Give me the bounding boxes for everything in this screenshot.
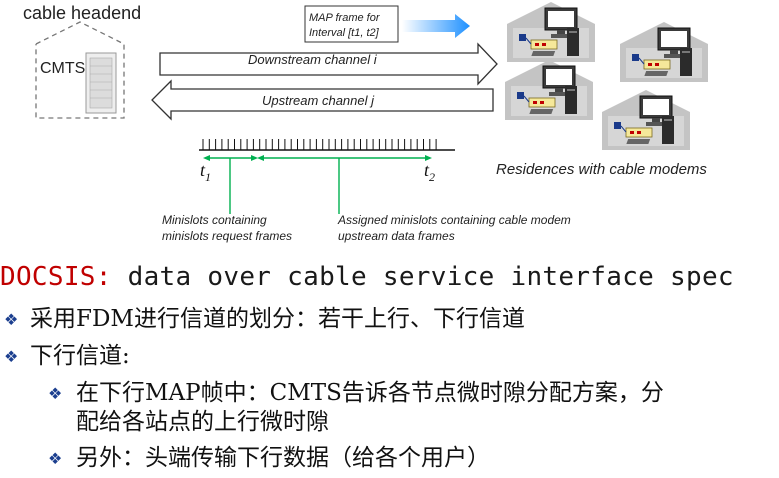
residences-label: Residences with cable modems [496,161,707,178]
headend-label: cable headend [23,3,141,23]
assigned-slots-bracket [257,155,432,214]
map-frame-label-line2: Interval [t1, t2] [309,27,380,39]
sub-bullet-map: ❖ 在下行MAP帧中：CMTS告诉各节点微时隙分配方案，分 [48,379,664,408]
headend-outline [35,21,125,119]
residence-house-2 [619,21,709,83]
sub-bullet-headend-text: 另外：头端传输下行数据（给各个用户） [76,445,490,471]
request-slots-label-line2: minislots request frames [162,229,292,243]
assigned-slots-label-line2: upstream data frames [338,229,455,243]
map-frame-label-line1: MAP frame for [309,12,381,24]
map-frame-arrow [402,14,470,38]
request-slots-bracket [203,155,258,214]
upstream-arrow [151,79,494,121]
sub-bullet-headend: ❖ 另外：头端传输下行数据（给各个用户） [48,444,490,473]
docsis-title-prefix: DOCSIS: [0,262,112,292]
diamond-bullet-icon: ❖ [4,310,19,329]
sub-bullet-map-continued: 配给各站点的上行微时隙 [76,408,329,437]
residence-house-3 [504,59,594,121]
assigned-slots-label-line1: Assigned minislots containing cable mode… [337,213,571,227]
sub-bullet-map-line1: 在下行MAP帧中：CMTS告诉各节点微时隙分配方案，分 [76,380,664,406]
bullet-downstream: ❖ 下行信道: [4,342,130,371]
minislot-timeline [199,139,455,151]
docsis-title-rest: data over cable service interface spec [111,262,734,292]
bullet-fdm: ❖ 采用FDM进行信道的划分：若干上行、下行信道 [4,305,525,334]
map-frame-box [304,5,399,43]
t2-label: t2 [424,160,435,184]
downstream-arrow [159,42,498,86]
sub-bullet-map-line2: 配给各站点的上行微时隙 [76,409,329,435]
bullet-downstream-text: 下行信道: [30,343,130,369]
docsis-title: DOCSIS: data over cable service interfac… [0,262,734,292]
upstream-label: Upstream channel j [262,93,375,108]
diamond-bullet-icon: ❖ [48,384,63,403]
diamond-bullet-icon: ❖ [4,347,19,366]
residence-house-4 [601,89,691,151]
cmts-rack [85,52,117,114]
residence-house-1 [506,1,596,63]
cmts-label: CMTS [40,60,85,77]
docsis-diagram: cable headend CMTS MAP frame for Interva… [23,1,709,243]
request-slots-label-line1: Minislots containing [162,213,267,227]
downstream-label: Downstream channel i [248,52,378,67]
t1-label: t1 [200,160,211,184]
diamond-bullet-icon: ❖ [48,449,63,468]
bullet-fdm-text: 采用FDM进行信道的划分：若干上行、下行信道 [30,306,525,332]
